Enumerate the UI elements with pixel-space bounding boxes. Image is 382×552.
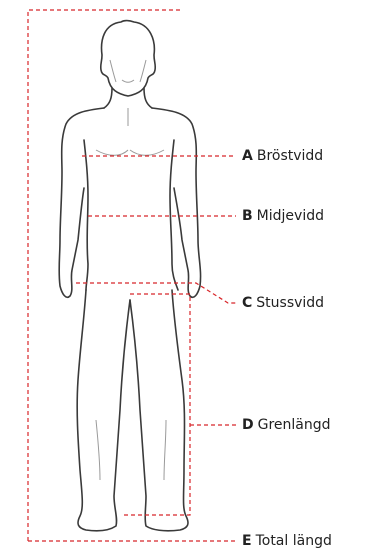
label-a-key: A [242,148,253,164]
label-e-text: Total längd [256,533,332,549]
inseam-guide [122,294,190,515]
label-d-text: Grenlängd [258,417,331,433]
hip-guide [76,283,236,303]
label-c-key: C [242,295,252,311]
label-c-text: Stussvidd [256,295,324,311]
label-e-key: E [242,533,252,549]
label-d-key: D [242,417,254,433]
label-a-text: Bröstvidd [257,148,323,164]
human-figure-sketch [59,21,200,531]
total-length-guide [28,10,182,541]
label-b-key: B [242,208,253,224]
label-b-text: Midjevidd [257,208,324,224]
